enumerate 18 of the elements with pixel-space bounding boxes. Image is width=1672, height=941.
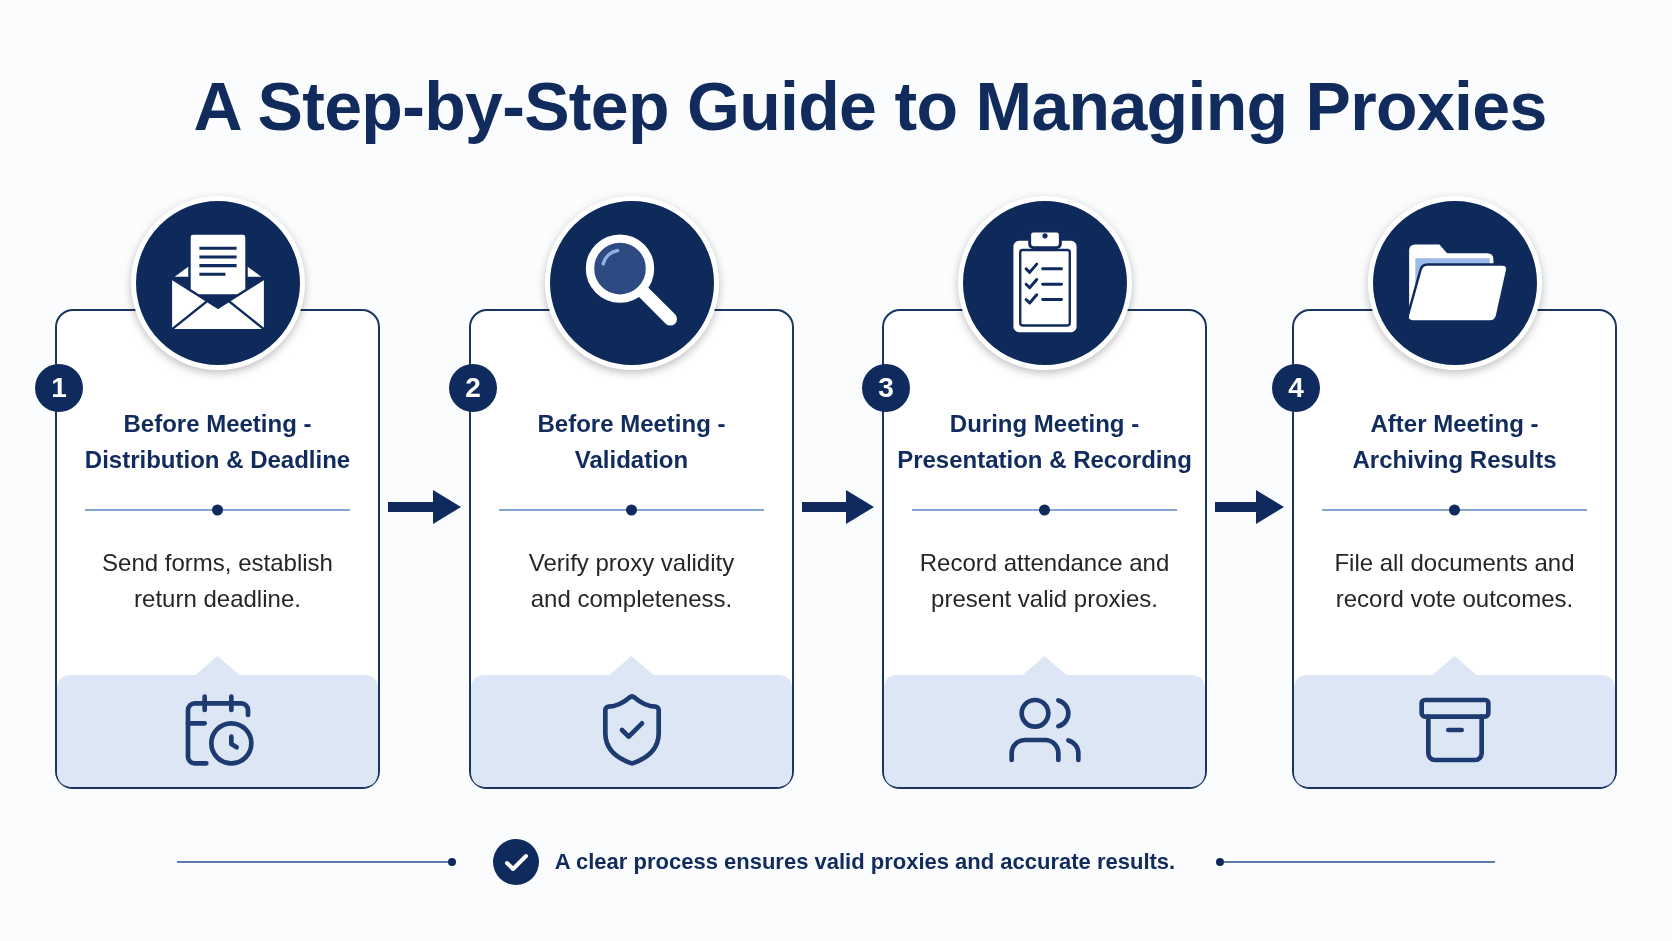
step-number-badge: 4 xyxy=(1272,364,1320,412)
step-title: After Meeting - Archiving Results xyxy=(1351,409,1558,475)
step-number-badge: 1 xyxy=(35,364,83,412)
step-description: File all documents and record vote outcomes. xyxy=(1333,548,1576,614)
arrow xyxy=(388,490,461,524)
step-description: Verify proxy validity and completeness. xyxy=(527,548,736,614)
step-number-badge: 3 xyxy=(862,364,910,412)
step-card xyxy=(55,309,380,789)
step-title: Before Meeting - Validation xyxy=(536,409,727,475)
title: A Step-by-Step Guide to Managing Proxies xyxy=(193,67,1547,146)
step-title: Before Meeting - Distribution & Deadline xyxy=(83,409,352,475)
step-description: Record attendance and present valid proxies. xyxy=(918,548,1171,614)
arrow xyxy=(1215,490,1284,524)
arrow xyxy=(802,490,874,524)
summary-note: A clear process ensures valid proxies and accurate results. xyxy=(554,848,1176,876)
step-number-badge: 2 xyxy=(449,364,497,412)
step-title: During Meeting - Presentation & Recording xyxy=(896,409,1193,475)
step-description: Send forms, establish return deadline. xyxy=(101,548,334,614)
